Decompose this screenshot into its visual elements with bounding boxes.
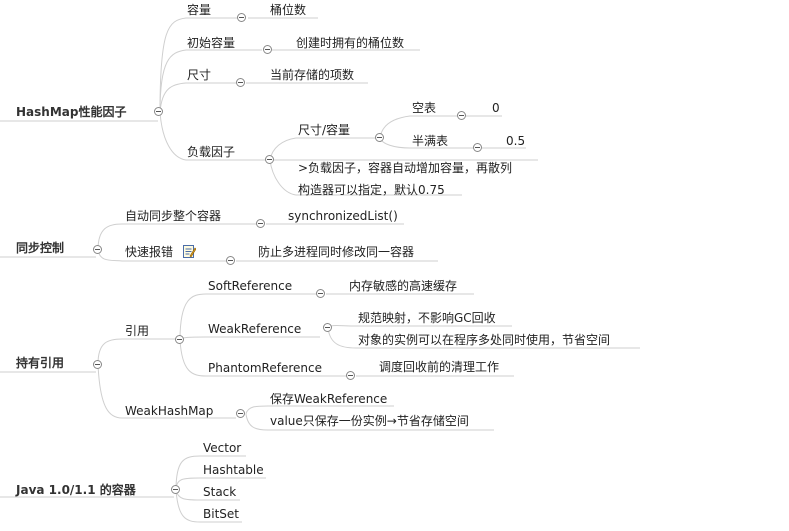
collapse-toggle-weakhashmap[interactable]: [236, 409, 245, 418]
root-hashmap[interactable]: HashMap性能因子: [16, 105, 127, 119]
node-weak-desc-2[interactable]: 对象的实例可以在程序多处同时使用，节省空间: [358, 333, 611, 347]
collapse-toggle-sync[interactable]: [93, 245, 102, 254]
node-sync-list[interactable]: synchronizedList(): [288, 209, 398, 223]
node-auto-sync[interactable]: 自动同步整个容器: [125, 209, 222, 223]
node-fail-fast-label: 快速报错: [125, 245, 174, 259]
collapse-toggle-load-factor[interactable]: [265, 155, 274, 164]
node-fail-fast-desc[interactable]: 防止多进程同时修改同一容器: [258, 245, 415, 259]
note-icon[interactable]: [182, 245, 196, 258]
node-phantom-reference[interactable]: PhantomReference: [208, 361, 322, 375]
node-initial-capacity-desc[interactable]: 创建时拥有的桶位数: [296, 36, 405, 50]
node-weakhashmap[interactable]: WeakHashMap: [125, 404, 214, 418]
node-constructor[interactable]: 构造器可以指定，默认0.75: [298, 183, 445, 197]
node-half-value[interactable]: 0.5: [506, 134, 526, 148]
root-sync[interactable]: 同步控制: [16, 241, 65, 255]
collapse-toggle-empty-table[interactable]: [457, 111, 466, 120]
node-weak-desc-1[interactable]: 规范映射，不影响GC回收: [358, 311, 496, 325]
node-size-desc[interactable]: 当前存储的项数: [270, 68, 355, 82]
collapse-toggle-size[interactable]: [236, 78, 245, 87]
node-weak-reference[interactable]: WeakReference: [208, 322, 302, 336]
node-hashtable[interactable]: Hashtable: [203, 463, 264, 477]
node-reference[interactable]: 引用: [125, 324, 150, 338]
node-size[interactable]: 尺寸: [187, 68, 212, 82]
collapse-toggle-half-full[interactable]: [473, 143, 482, 152]
node-empty-table[interactable]: 空表: [412, 101, 437, 115]
node-whm-desc-2[interactable]: value只保存一份实例→节省存储空间: [270, 414, 469, 428]
collapse-toggle-legacy[interactable]: [171, 485, 180, 494]
node-soft-desc[interactable]: 内存敏感的高速缓存: [349, 279, 458, 293]
node-over-load[interactable]: >负载因子，容器自动增加容量，再散列: [298, 161, 513, 175]
root-holding[interactable]: 持有引用: [16, 356, 65, 370]
node-whm-desc-1[interactable]: 保存WeakReference: [270, 392, 388, 406]
collapse-toggle-capacity[interactable]: [237, 13, 246, 22]
node-fail-fast[interactable]: 快速报错: [125, 244, 196, 260]
collapse-toggle-soft-reference[interactable]: [316, 289, 325, 298]
collapse-toggle-weak-reference[interactable]: [323, 323, 332, 332]
root-legacy[interactable]: Java 1.0/1.1 的容器: [16, 483, 136, 497]
node-size-over-capacity[interactable]: 尺寸/容量: [298, 123, 351, 137]
collapse-toggle-reference[interactable]: [175, 335, 184, 344]
node-half-full[interactable]: 半满表: [412, 134, 449, 148]
collapse-toggle-initial-capacity[interactable]: [263, 45, 272, 54]
collapse-toggle-auto-sync[interactable]: [256, 219, 265, 228]
node-vector[interactable]: Vector: [203, 441, 242, 455]
collapse-toggle-size-over-capacity[interactable]: [375, 133, 384, 142]
node-capacity[interactable]: 容量: [187, 3, 212, 17]
node-stack[interactable]: Stack: [203, 485, 237, 499]
node-capacity-desc[interactable]: 桶位数: [270, 3, 307, 17]
node-empty-value[interactable]: 0: [492, 101, 500, 115]
collapse-toggle-holding[interactable]: [93, 360, 102, 369]
node-bitset[interactable]: BitSet: [203, 507, 239, 521]
collapse-toggle-fail-fast[interactable]: [226, 256, 235, 265]
node-soft-reference[interactable]: SoftReference: [208, 279, 293, 293]
collapse-toggle-phantom-reference[interactable]: [346, 371, 355, 380]
node-phantom-desc[interactable]: 调度回收前的清理工作: [379, 360, 500, 374]
node-initial-capacity[interactable]: 初始容量: [187, 36, 236, 50]
node-load-factor[interactable]: 负载因子: [187, 145, 236, 159]
collapse-toggle-hashmap[interactable]: [154, 107, 163, 116]
